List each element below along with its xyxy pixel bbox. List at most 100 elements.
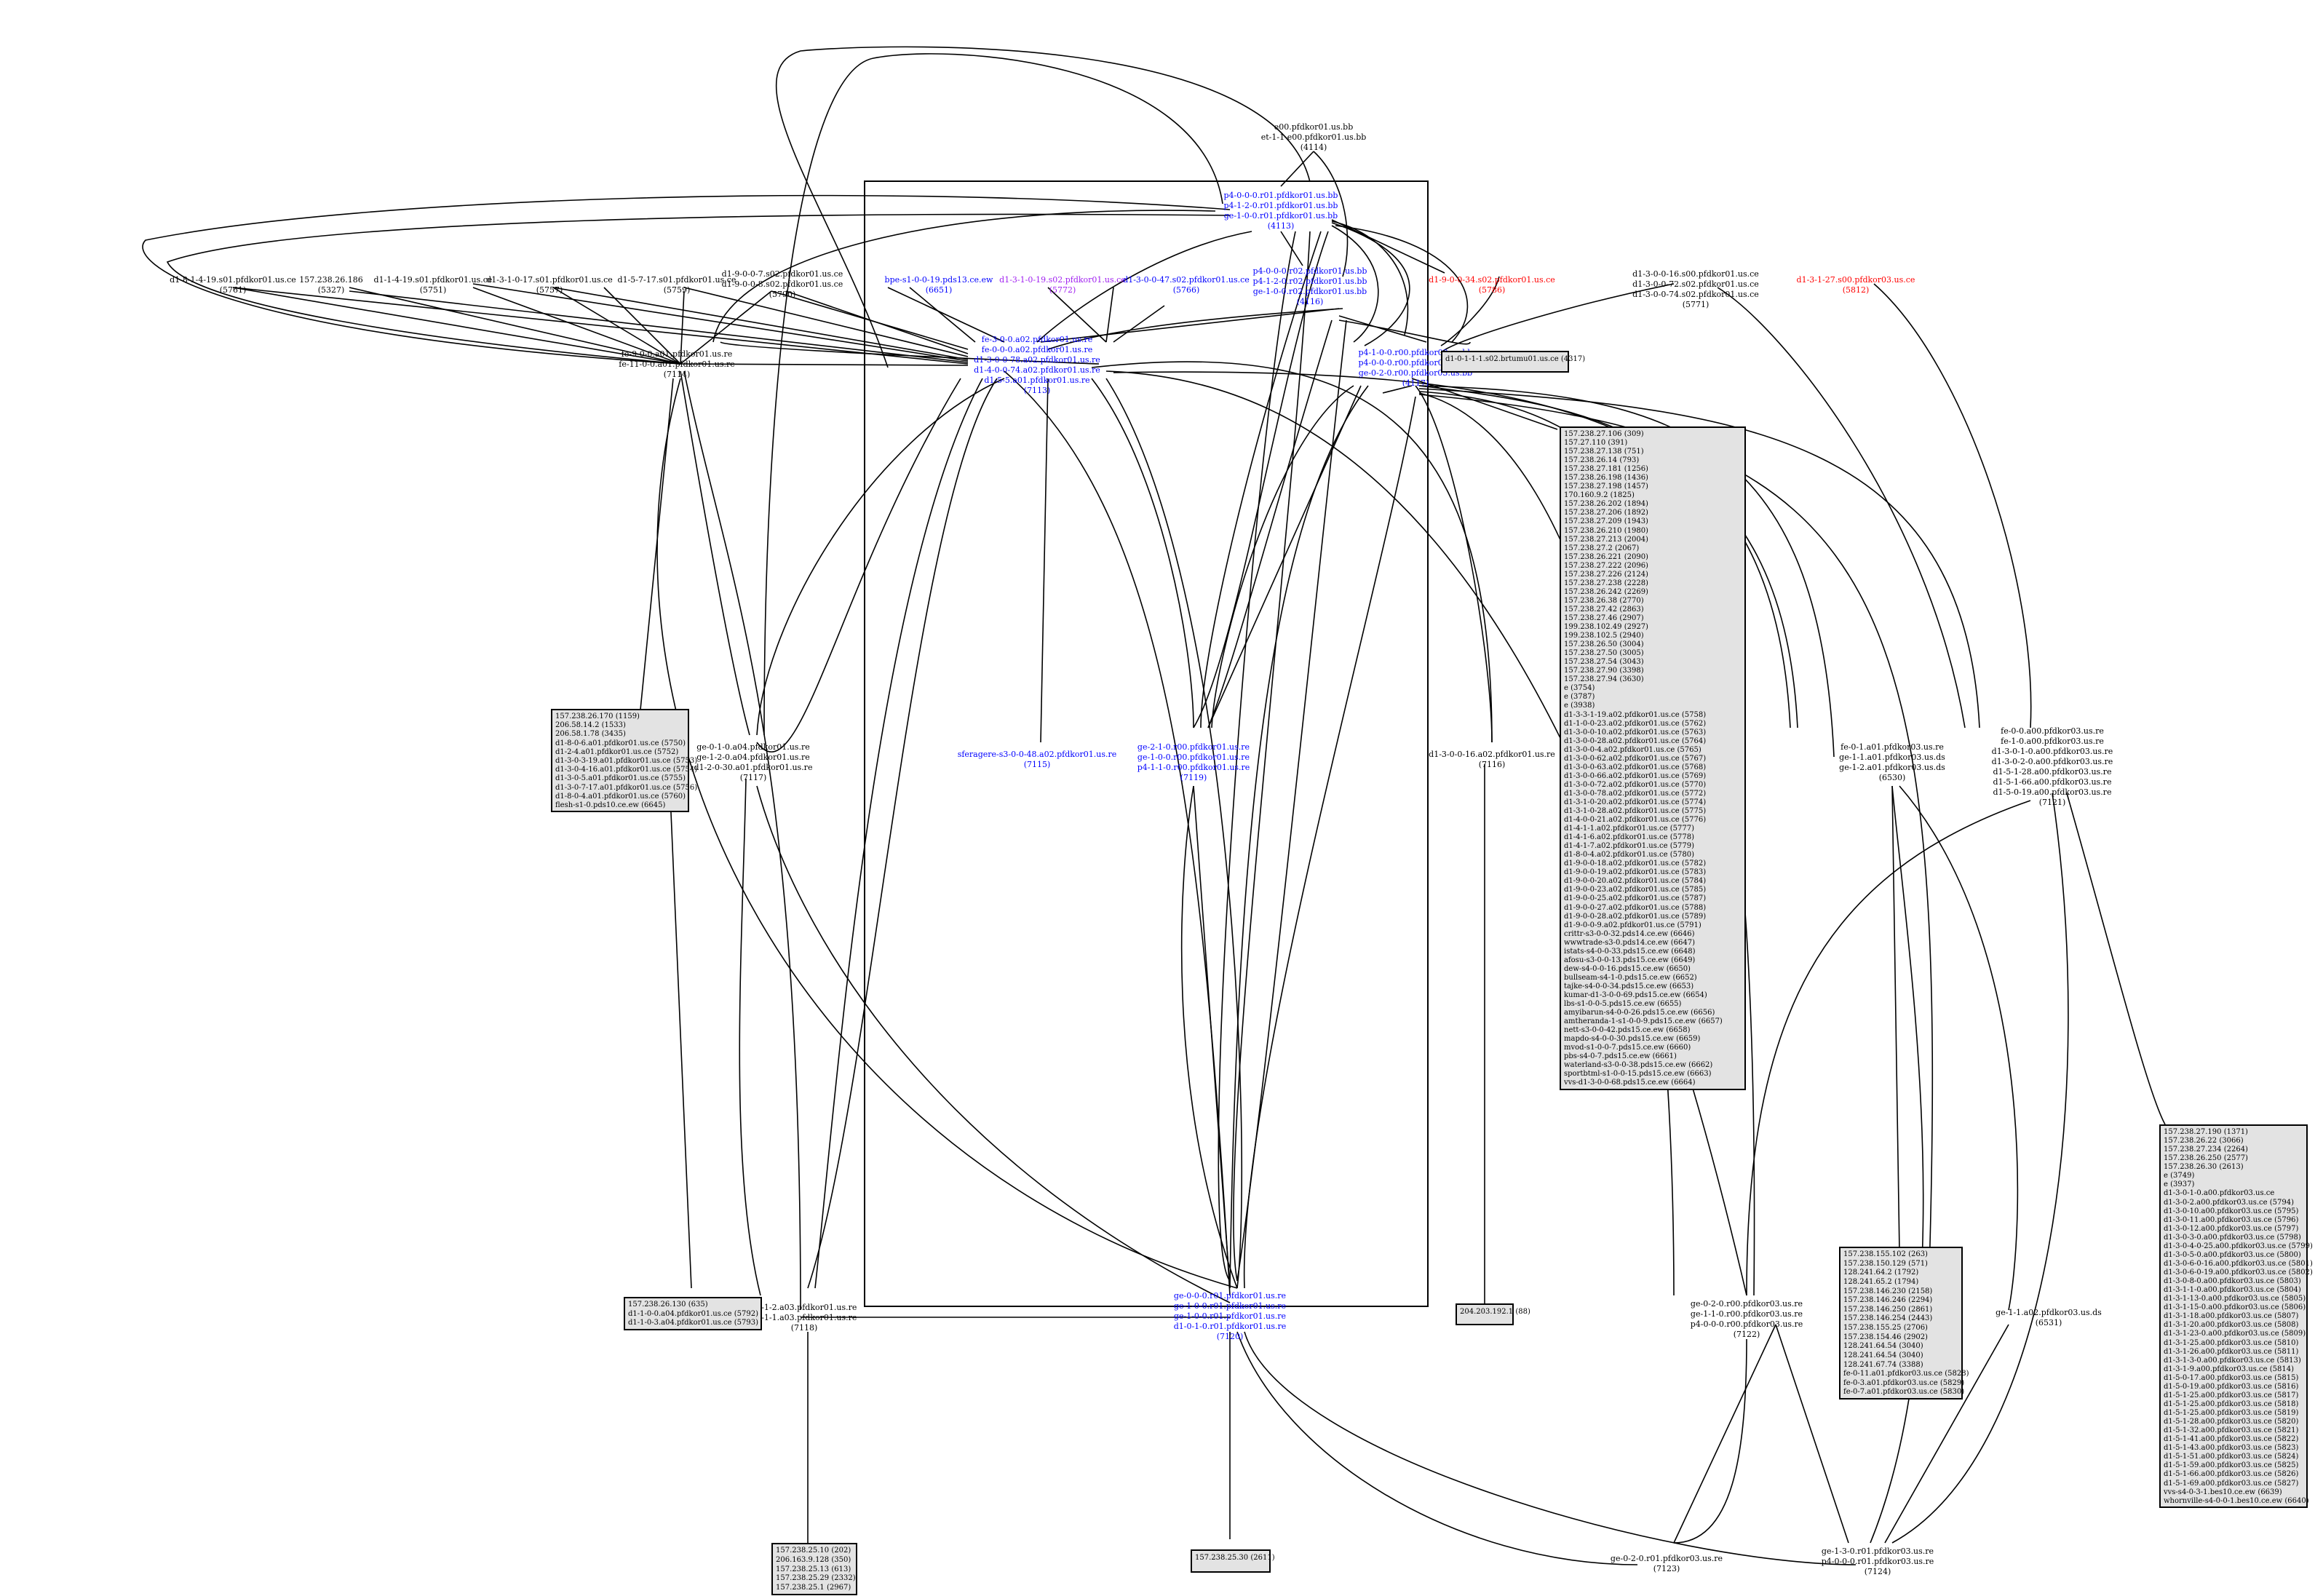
network-node: d1-3-0-0-47.s02.pfdkor01.us.ce(5766) bbox=[1041, 275, 1332, 295]
address-entry: 157.238.146.250 (2861) bbox=[1843, 1305, 1933, 1314]
edge bbox=[669, 778, 692, 1289]
address-entry: 157.238.27.90 (3398) bbox=[1564, 667, 1644, 675]
network-node: d1-9-0-0-34.s02.pfdkor01.us.ce(5786) bbox=[1346, 275, 1637, 295]
edge bbox=[683, 370, 801, 1311]
node-label-line: fe-1-0.a00.pfdkor03.us.re bbox=[2001, 737, 2104, 746]
edge bbox=[1244, 1331, 1857, 1565]
address-entry: d1-3-0-4-0-25.a00.pfdkor03.us.ce (5799) bbox=[2164, 1242, 2313, 1250]
edge bbox=[1207, 385, 1362, 728]
node-label-line: e00.pfdkor01.us.bb bbox=[1274, 122, 1354, 132]
address-entry: d1-9-0-0-19.a02.pfdkor01.us.ce (5783) bbox=[1564, 868, 1707, 877]
edge bbox=[775, 46, 1311, 368]
address-entry: d1-9-0-0-9.a02.pfdkor01.us.ce (5791) bbox=[1564, 921, 1701, 929]
node-label-line: ge-1-0-0.r01.pfdkor01.us.bb bbox=[1223, 211, 1338, 221]
node-label-line: (6651) bbox=[925, 285, 953, 295]
address-entry: d1-3-0-4-16.a01.pfdkor01.us.ce (5754) bbox=[555, 766, 698, 774]
node-label-line: ge-1-1.a02.pfdkor03.us.ds bbox=[1996, 1308, 2102, 1317]
edge bbox=[1047, 308, 1343, 350]
address-entry: d1-3-0-0-62.a02.pfdkor01.us.ce (5767) bbox=[1564, 754, 1707, 763]
node-label-line: d1-5-7-17.s01.pfdkor01.us.ce bbox=[617, 275, 736, 285]
edge bbox=[1229, 385, 1369, 1289]
node-label-line: (7115) bbox=[1023, 760, 1051, 769]
edge bbox=[1338, 315, 1427, 343]
address-entry: 157.238.26.170 (1159) bbox=[555, 712, 640, 720]
edge bbox=[1180, 785, 1238, 1289]
node-label-line: d1-5-1-28.a00.pfdkor03.us.re bbox=[1993, 767, 2112, 777]
edge bbox=[1415, 385, 1493, 743]
edge bbox=[1004, 370, 1231, 1296]
address-entry: d1-3-0-0-78.a02.pfdkor01.us.ce (5772) bbox=[1564, 789, 1707, 798]
address-entry: pbs-s4-0-7.pds15.ce.ew (6661) bbox=[1564, 1052, 1677, 1061]
node-label-line: ge-0-1-0.a04.pfdkor01.us.re bbox=[696, 742, 810, 752]
edge bbox=[1331, 221, 1409, 336]
address-entry: d1-5-1-25.a00.pfdkor03.us.ce (5817) bbox=[2164, 1391, 2299, 1400]
address-entry: 157.238.27.226 (2124) bbox=[1564, 570, 1648, 579]
node-label-line: (5812) bbox=[1842, 285, 1870, 295]
node-label-line: d1-3-0-0-72.s02.pfdkor01.us.ce bbox=[1632, 279, 1759, 289]
node-label-line: (7120) bbox=[1216, 1332, 1244, 1341]
address-entry: d1-3-0-3-19.a01.pfdkor01.us.ce (5753) bbox=[555, 756, 698, 765]
address-entry: d1-4-1-7.a02.pfdkor01.us.ce (5779) bbox=[1564, 842, 1694, 851]
edge bbox=[1236, 1331, 1638, 1565]
address-entry: d1-3-0-1-0.a00.pfdkor03.us.ce bbox=[2164, 1189, 2275, 1198]
node-label-line: p4-1-1-0.r00.pfdkor01.us.re bbox=[1137, 763, 1250, 772]
node-label-line: (7123) bbox=[1653, 1564, 1680, 1573]
address-entry: d1-5-0-17.a00.pfdkor03.us.ce (5815) bbox=[2164, 1373, 2299, 1382]
edge bbox=[1884, 1324, 2009, 1544]
address-entry: d1-3-0-8-0.a00.pfdkor03.us.ce (5803) bbox=[2164, 1277, 2301, 1286]
edge bbox=[756, 785, 1231, 1303]
address-entry: 199.238.102.49 (2927) bbox=[1564, 623, 1648, 632]
address-entry: d1-2-4.a01.pfdkor01.us.ce (5752) bbox=[555, 747, 679, 756]
node-label-line: (5772) bbox=[1049, 285, 1076, 295]
node-label-line: d1-5-5.a01.pfdkor01.us.re bbox=[984, 376, 1090, 385]
address-entry: d1-0-1-1-1.s02.brtumu01.us.ce (4317) bbox=[1445, 355, 1586, 363]
node-label-line: d1-5-0-19.a00.pfdkor03.us.re bbox=[1993, 787, 2112, 797]
edge bbox=[1207, 319, 1333, 728]
node-label-line: (5759) bbox=[663, 285, 691, 295]
address-entry: 157.238.26.202 (1894) bbox=[1564, 500, 1648, 509]
node-label-line: ge-1-0-0.r01.pfdkor01.us.re bbox=[1173, 1311, 1287, 1321]
edge bbox=[603, 287, 681, 365]
address-entry: d1-3-0-0-63.a02.pfdkor01.us.ce (5768) bbox=[1564, 763, 1707, 771]
node-label-line: (5327) bbox=[317, 285, 345, 295]
address-entry: 157.238.154.46 (2902) bbox=[1843, 1333, 1928, 1341]
address-entry: bullseam-s4-1-0.pds15.ce.ew (6652) bbox=[1564, 973, 1697, 982]
node-label-line: d1-9-0-0-34.s02.pfdkor01.us.ce bbox=[1429, 275, 1555, 285]
node-label-line: d1-9-0-0-7.s02.pfdkor01.us.ce bbox=[721, 269, 843, 279]
address-entry: d1-5-1-43.a00.pfdkor03.us.ce (5823) bbox=[2164, 1444, 2299, 1453]
address-entry: 157.238.26.198 (1436) bbox=[1564, 474, 1648, 483]
address-entry: e (3787) bbox=[1564, 693, 1595, 702]
address-entry: e (3749) bbox=[2164, 1172, 2195, 1180]
address-entry: d1-3-1-0-20.a02.pfdkor01.us.ce (5774) bbox=[1564, 798, 1707, 806]
address-entry: d1-5-0-19.a00.pfdkor03.us.ce (5816) bbox=[2164, 1382, 2299, 1391]
address-entry: 157.238.155.102 (263) bbox=[1843, 1250, 1928, 1258]
address-entry: d1-3-0-6-0-19.a00.pfdkor03.us.ce (5802) bbox=[2164, 1269, 2313, 1277]
edge bbox=[232, 287, 681, 365]
network-node: d1-5-7-17.s01.pfdkor01.us.ce(5759) bbox=[531, 275, 822, 295]
address-entry: d1-4-1-1.a02.pfdkor01.us.ce (5777) bbox=[1564, 825, 1694, 833]
network-node: 157.238.26.186(5327) bbox=[186, 275, 477, 295]
address-entry: d1-3-1-1-0.a00.pfdkor03.us.ce (5804) bbox=[2164, 1286, 2301, 1295]
address-entry: d1-3-1-25.a00.pfdkor03.us.ce (5810) bbox=[2164, 1338, 2299, 1347]
edge bbox=[1091, 378, 1194, 728]
edge bbox=[1036, 231, 1252, 343]
edge bbox=[763, 53, 1223, 736]
edge bbox=[2066, 793, 2166, 1125]
address-entry: d1-8-0-4.a02.pfdkor01.us.ce (5780) bbox=[1564, 851, 1694, 859]
address-entry: d1-4-0-0-21.a02.pfdkor01.us.ce (5776) bbox=[1564, 816, 1707, 825]
address-entry: fe-0-3.a01.pfdkor03.us.ce (5829) bbox=[1843, 1378, 1965, 1387]
network-node: d1-8-1-4-19.s01.pfdkor01.us.ce(5761) bbox=[87, 275, 378, 295]
address-list-box: d1-0-1-1-1.s02.brtumu01.us.ce (4317) bbox=[1441, 351, 1586, 373]
address-entry: 157.238.27.213 (2004) bbox=[1564, 535, 1648, 544]
edge bbox=[676, 363, 969, 366]
address-entry: d1-3-1-20.a00.pfdkor03.us.ce (5808) bbox=[2164, 1321, 2299, 1330]
address-entry: 157.238.27.50 (3005) bbox=[1564, 649, 1644, 658]
node-label-line: (7124) bbox=[1864, 1567, 1891, 1576]
edge bbox=[1331, 222, 1410, 346]
node-label-line: bpe-s1-0-0-19.pds13.ce.ew bbox=[884, 275, 993, 285]
address-entry: amtheranda-1-s1-0-0-9.pds15.ce.ew (6657) bbox=[1564, 1017, 1723, 1026]
